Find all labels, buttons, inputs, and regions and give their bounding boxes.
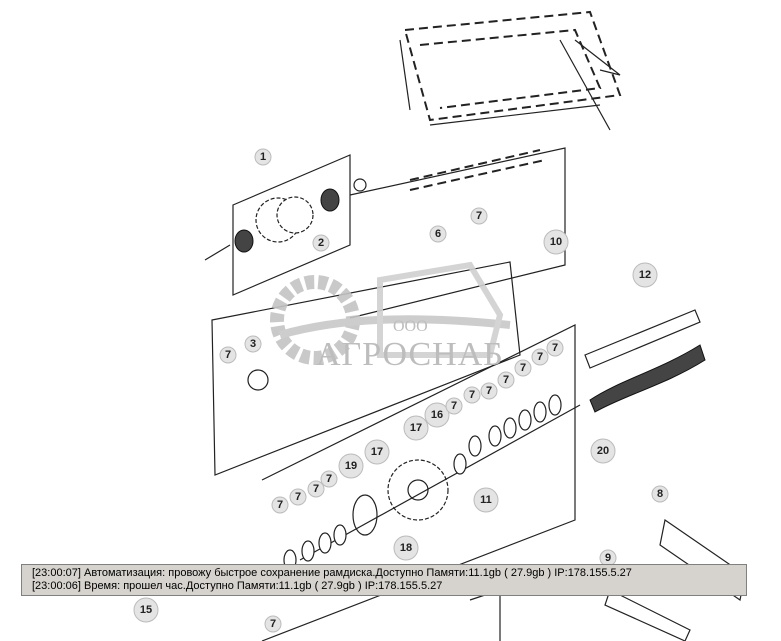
watermark-logo <box>270 255 520 385</box>
frame-assembly <box>399 10 622 131</box>
status-log-panel: [23:00:07] Автоматизация: провожу быстро… <box>21 564 747 596</box>
callout-number: 20 <box>597 445 609 457</box>
callout-circle <box>289 488 307 506</box>
callout-15: 15 <box>133 597 159 623</box>
callout-circle <box>264 615 282 633</box>
callout-7: 7 <box>470 207 488 225</box>
callout-10: 10 <box>543 229 569 255</box>
callout-circle <box>651 485 669 503</box>
callout-17: 17 <box>403 415 429 441</box>
callout-circle <box>497 371 515 389</box>
callout-number: 7 <box>225 349 231 361</box>
callout-number: 7 <box>326 473 332 485</box>
callout-20: 20 <box>590 438 616 464</box>
log-line: [23:00:07] Автоматизация: провожу быстро… <box>32 567 632 579</box>
callout-7: 7 <box>307 480 325 498</box>
callout-6: 6 <box>429 225 447 243</box>
callout-number: 7 <box>537 351 543 363</box>
callout-7: 7 <box>531 348 549 366</box>
callout-12: 12 <box>632 262 658 288</box>
callout-7: 7 <box>445 397 463 415</box>
callout-8: 8 <box>651 485 669 503</box>
callout-circle <box>403 415 429 441</box>
callout-7: 7 <box>463 386 481 404</box>
callout-circle <box>307 480 325 498</box>
callout-number: 7 <box>313 483 319 495</box>
callout-number: 1 <box>260 151 266 163</box>
watermark-prefix: ООО <box>393 318 428 335</box>
callout-1: 1 <box>254 148 272 166</box>
callout-circle <box>590 438 616 464</box>
callout-17: 17 <box>364 439 390 465</box>
callout-number: 7 <box>552 342 558 354</box>
callout-7: 7 <box>514 359 532 377</box>
callout-number: 11 <box>480 494 492 506</box>
callout-circle <box>271 496 289 514</box>
callout-7: 7 <box>289 488 307 506</box>
callout-11: 11 <box>473 487 499 513</box>
callout-number: 8 <box>657 488 663 500</box>
callout-circle <box>531 348 549 366</box>
callout-circle <box>320 470 338 488</box>
callout-number: 7 <box>476 210 482 222</box>
callout-number: 6 <box>435 228 441 240</box>
callout-2: 2 <box>312 234 330 252</box>
callout-7: 7 <box>271 496 289 514</box>
callout-number: 16 <box>431 409 443 421</box>
callout-number: 18 <box>400 542 412 554</box>
callout-7: 7 <box>497 371 515 389</box>
log-line: [23:00:06] Время: прошел час.Доступно Па… <box>32 580 443 592</box>
callout-number: 7 <box>469 389 475 401</box>
callout-number: 19 <box>345 460 357 472</box>
callout-circle <box>429 225 447 243</box>
callout-number: 7 <box>295 491 301 503</box>
callout-number: 12 <box>639 269 651 281</box>
callout-number: 7 <box>277 499 283 511</box>
callout-circle <box>473 487 499 513</box>
callout-circle <box>546 339 564 357</box>
callout-circle <box>219 346 237 364</box>
callout-number: 17 <box>371 446 383 458</box>
callout-16: 16 <box>424 402 450 428</box>
callout-number: 10 <box>550 236 562 248</box>
callout-number: 7 <box>503 374 509 386</box>
callout-number: 7 <box>270 618 276 630</box>
callout-circle <box>364 439 390 465</box>
callout-7: 7 <box>264 615 282 633</box>
callout-number: 7 <box>486 385 492 397</box>
callout-number: 9 <box>605 552 611 564</box>
callout-circle <box>543 229 569 255</box>
callout-19: 19 <box>338 453 364 479</box>
callout-circle <box>133 597 159 623</box>
callout-circle <box>393 535 419 561</box>
callout-circle <box>514 359 532 377</box>
callout-number: 15 <box>140 604 152 616</box>
callout-circle <box>445 397 463 415</box>
callout-circle <box>463 386 481 404</box>
callout-number: 3 <box>250 338 256 350</box>
callout-circle <box>254 148 272 166</box>
callout-number: 2 <box>318 237 324 249</box>
callout-number: 7 <box>451 400 457 412</box>
callout-number: 7 <box>520 362 526 374</box>
callout-3: 3 <box>244 335 262 353</box>
callout-7: 7 <box>320 470 338 488</box>
callout-circle <box>312 234 330 252</box>
callout-circle <box>338 453 364 479</box>
callout-7: 7 <box>480 382 498 400</box>
callout-circle <box>470 207 488 225</box>
callout-7: 7 <box>219 346 237 364</box>
callout-18: 18 <box>393 535 419 561</box>
watermark-brand: АГРОСНАБ <box>316 336 504 373</box>
callout-number: 17 <box>410 422 422 434</box>
callout-7: 7 <box>546 339 564 357</box>
callout-circle <box>244 335 262 353</box>
callout-circle <box>480 382 498 400</box>
callout-circle <box>424 402 450 428</box>
callout-circle <box>632 262 658 288</box>
